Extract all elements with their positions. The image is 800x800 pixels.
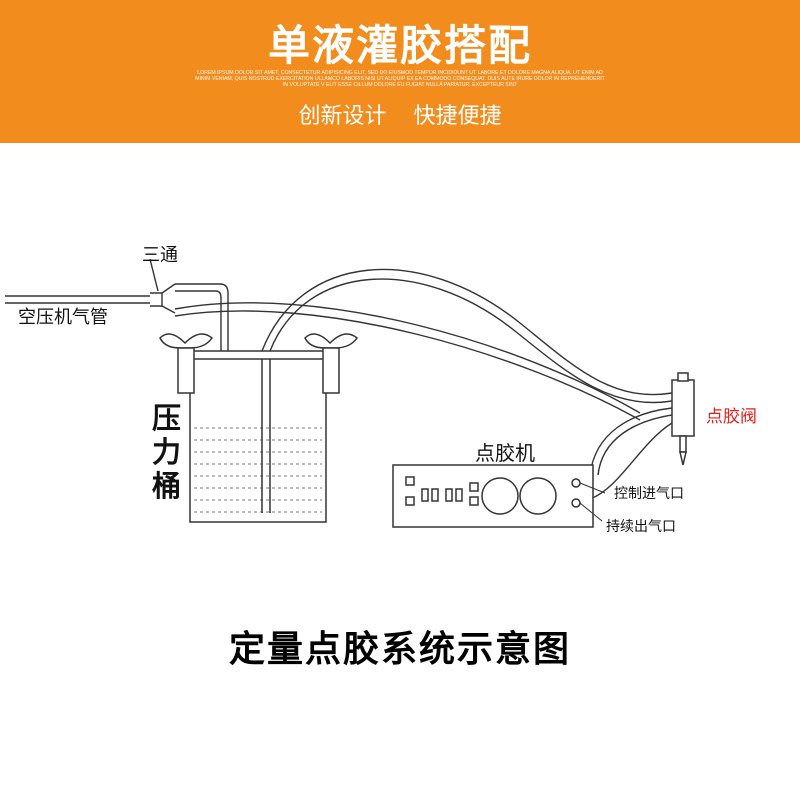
diagram-caption: 定量点胶系统示意图 [228, 629, 571, 670]
hose-dispenser-valve-3 [589, 422, 673, 500]
control-inlet-label: 控制进气口 [614, 486, 684, 502]
dispensing-valve-drawing [671, 372, 695, 466]
tee-leader [149, 258, 159, 292]
tee-label: 三通 [142, 245, 178, 266]
dispensing-diagram: 三通 空压机气管 压力桶 点胶机 点胶阀 控制进气口 持续出气口 [0, 143, 800, 800]
banner-lorem-text: LOREM IPSUM DOLOR SIT AMET, CONSECTETUR … [195, 70, 605, 88]
control-inlet-leader [579, 482, 606, 494]
hose-tee-valve-2 [174, 310, 641, 421]
air-hose-label: 空压机气管 [18, 307, 108, 328]
tee-connector [150, 283, 176, 314]
hose-tee-tank-2 [175, 290, 222, 358]
hose-dispenser-valve [589, 407, 673, 476]
dispenser-label: 点胶机 [475, 441, 535, 465]
continuous-outlet-label: 持续出气口 [606, 519, 676, 535]
valve-label: 点胶阀 [706, 407, 757, 427]
pressure-tank-label: 压力桶 [152, 401, 182, 503]
continuous-outlet-leader [579, 502, 603, 522]
hose-tee-tank [175, 283, 229, 358]
hose-tee-valve [174, 302, 641, 414]
pressure-tank-drawing [159, 333, 359, 523]
banner-subtitle: 创新设计 快捷便捷 [298, 104, 502, 129]
banner-title: 单液灌胶搭配 [267, 21, 532, 70]
glue-hose [261, 268, 673, 396]
dispenser-machine-drawing [392, 464, 594, 528]
glue-hose-2 [269, 278, 673, 404]
diagram-drawing [5, 258, 695, 528]
header-banner: 单液灌胶搭配 LOREM IPSUM DOLOR SIT AMET, CONSE… [0, 0, 800, 143]
hose-dispenser-valve-2 [597, 414, 673, 476]
